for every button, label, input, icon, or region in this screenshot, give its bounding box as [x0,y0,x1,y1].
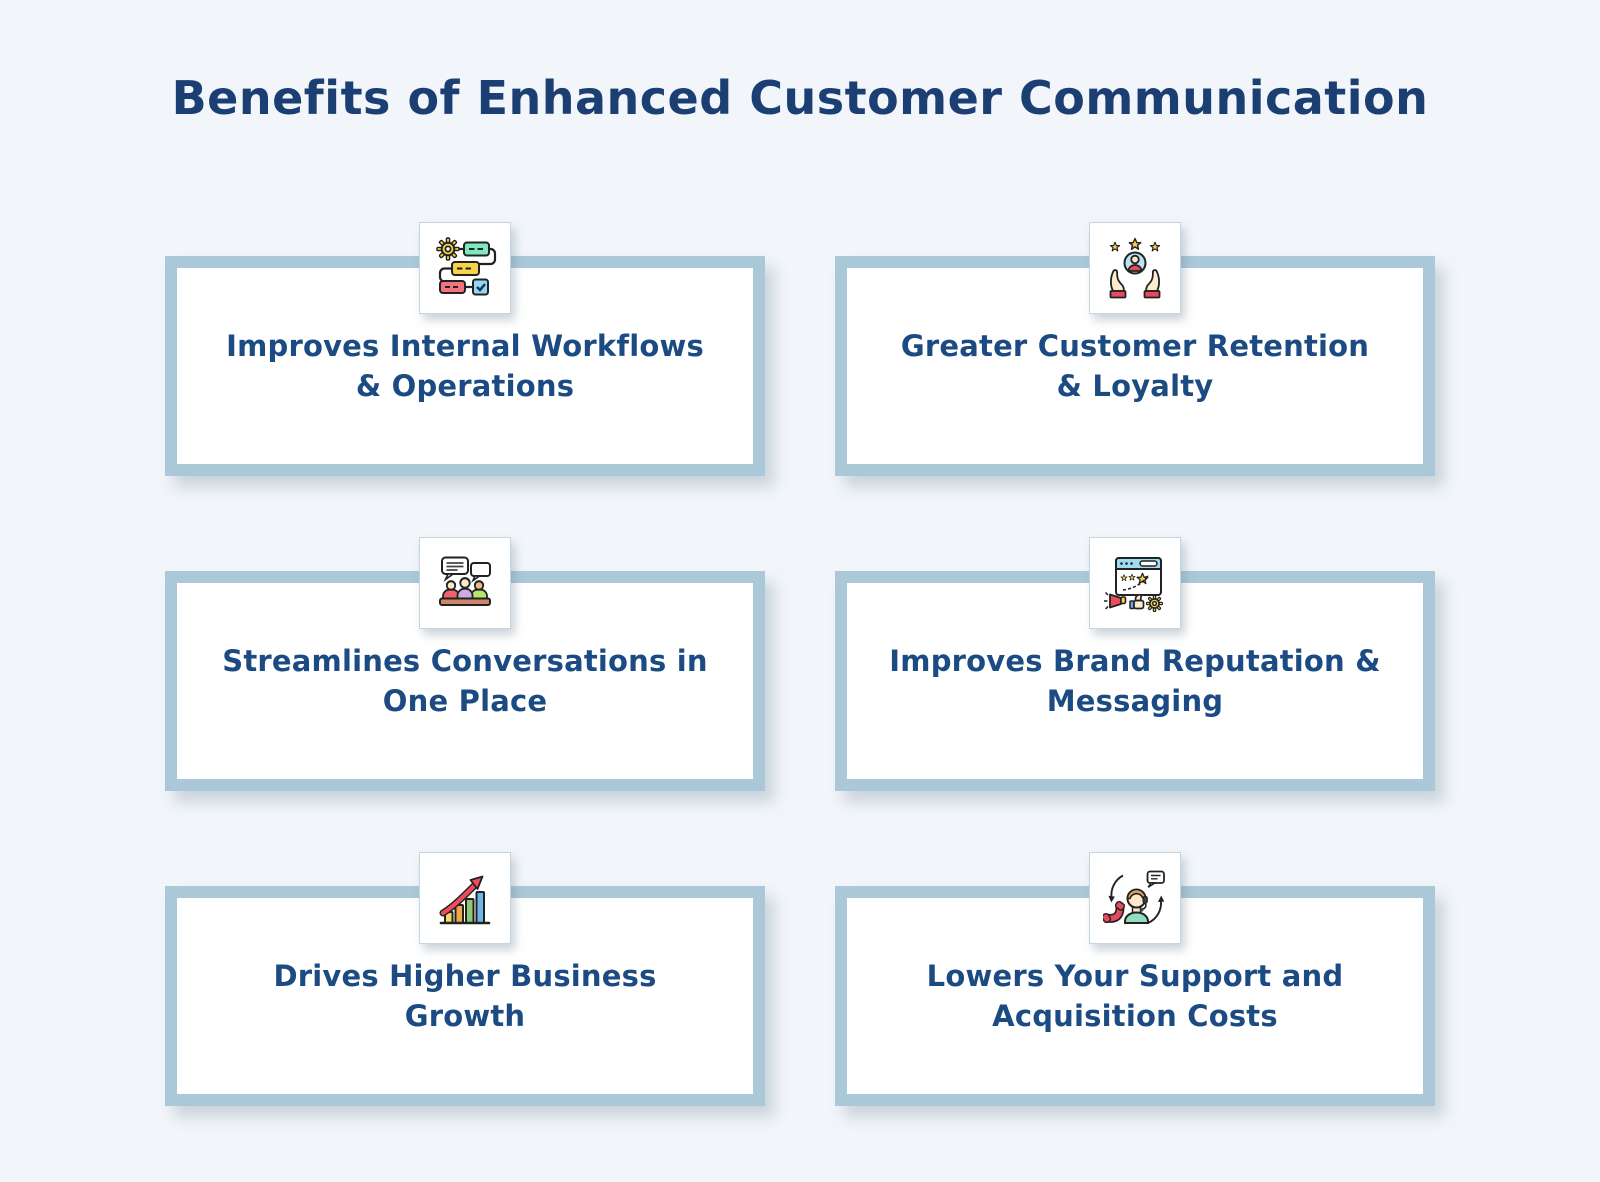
support-costs-icon [1103,870,1165,924]
card-label: Improves Brand Reputation & Messaging [889,643,1381,719]
brand-reputation-icon [1104,556,1163,612]
benefit-card-reputation: Improves Brand Reputation & Messaging [835,536,1435,791]
card-icon-box [419,221,511,314]
benefit-card-conversations: Streamlines Conversations in One Place [165,536,765,791]
workflow-icon [436,237,497,296]
conversations-icon [439,556,491,606]
card-icon-box [1089,851,1181,944]
benefit-card-retention: Greater Customer Retention & Loyalty [835,221,1435,476]
benefit-card-growth: Drives Higher Business Growth [165,851,765,1106]
card-label: Lowers Your Support and Acquisition Cost… [926,958,1344,1034]
card-label: Streamlines Conversations in One Place [222,643,708,719]
benefit-card-support: Lowers Your Support and Acquisition Cost… [835,851,1435,1106]
card-label: Greater Customer Retention & Loyalty [900,328,1370,404]
benefit-card-workflows: Improves Internal Workflows & Operations [165,221,765,476]
card-icon-box [1089,221,1181,314]
customer-retention-icon [1109,237,1161,299]
card-icon-box [419,851,511,944]
page-title: Benefits of Enhanced Customer Communicat… [171,71,1429,125]
benefits-grid: Improves Internal Workflows & Operations [165,221,1435,1106]
card-label: Improves Internal Workflows & Operations [226,328,704,404]
card-label: Drives Higher Business Growth [273,958,657,1034]
card-icon-box [1089,536,1181,629]
growth-chart-icon [439,875,491,925]
card-icon-box [419,536,511,629]
